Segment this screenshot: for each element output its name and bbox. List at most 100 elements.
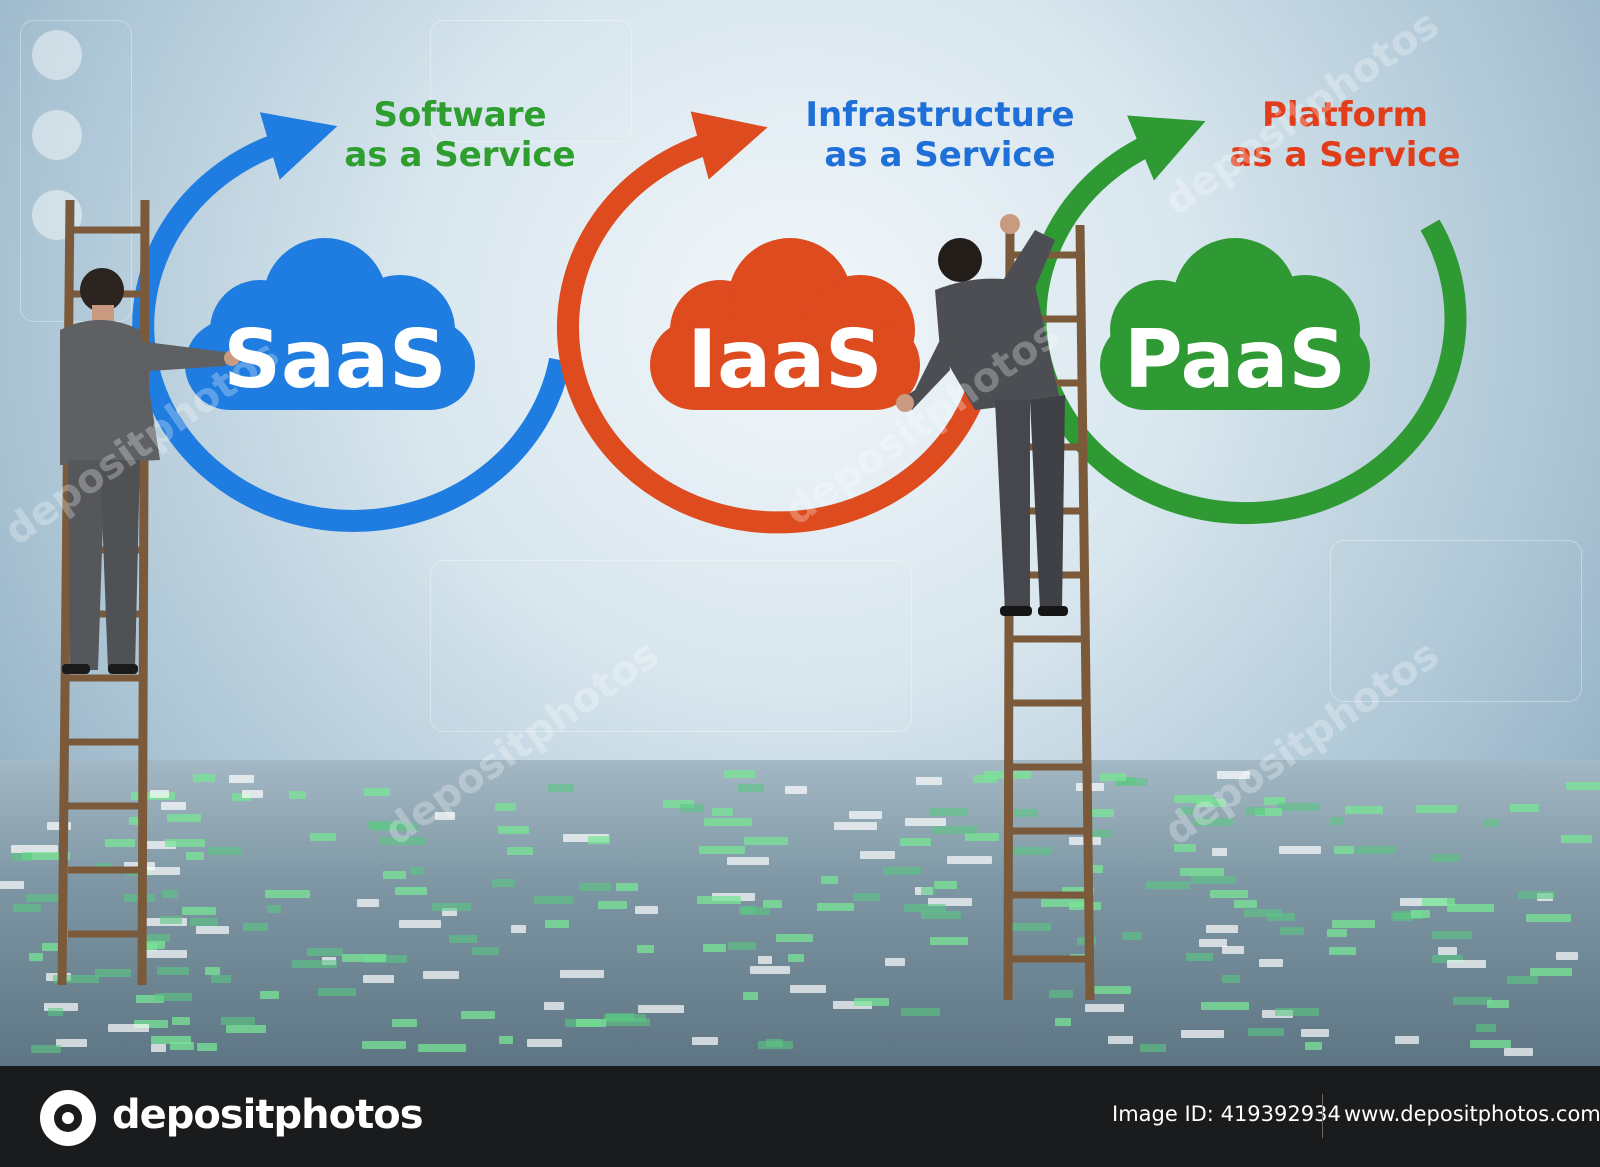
floor-tile: [616, 883, 638, 892]
floor-tile: [94, 968, 132, 977]
floor-tile: [1432, 955, 1464, 964]
floor-tile: [161, 801, 187, 810]
floor-tile: [495, 803, 516, 812]
floor-tile: [929, 807, 969, 816]
brand-logo-text: depositphotos: [112, 1092, 424, 1138]
floor-tile: [151, 1044, 166, 1053]
floor-tile: [441, 908, 458, 917]
floor-tile: [108, 1023, 150, 1032]
floor-tile: [604, 1014, 646, 1023]
floor-tile: [1529, 967, 1573, 976]
floor-tile: [1274, 1008, 1319, 1017]
floor-tile: [1510, 803, 1540, 812]
floor-tile: [1504, 1047, 1533, 1056]
floor-tile: [762, 899, 783, 908]
floor-tile: [1180, 1029, 1225, 1038]
floor-tile: [309, 832, 336, 841]
floor-tile: [149, 789, 170, 798]
floor-tile: [1248, 1027, 1284, 1036]
floor-tile: [1206, 925, 1238, 934]
floor-tile: [1006, 847, 1053, 856]
floor-tile: [1422, 897, 1456, 906]
floor-tile: [1279, 846, 1321, 855]
floor-tile: [159, 916, 182, 924]
hud-circle: [32, 30, 82, 80]
floor-tile: [226, 1024, 267, 1033]
floor-tile: [28, 953, 43, 962]
floor-tile: [1146, 881, 1190, 890]
floor-tile: [1091, 808, 1114, 817]
hud-panel-top: [430, 20, 632, 142]
floor-tile: [742, 991, 758, 1000]
saas-arc-arrow: [132, 112, 571, 532]
floor-tile: [492, 878, 515, 887]
floor-tile: [1199, 938, 1227, 947]
floor-tile: [472, 946, 499, 955]
floor-tile: [1201, 1002, 1249, 1011]
floor-tile: [1083, 830, 1112, 839]
floor-tile: [1332, 920, 1375, 929]
stock-footer-bar: depositphotos Image ID: 419392934 www.de…: [0, 1066, 1600, 1167]
floor-tile: [758, 1041, 794, 1050]
floor-tile: [1475, 1024, 1497, 1033]
iaas-cloud-icon: [650, 238, 920, 410]
floor-tile: [703, 944, 726, 953]
floor-tile: [507, 847, 534, 856]
camera-logo-icon: [40, 1090, 96, 1146]
floor-tile: [1525, 913, 1571, 922]
floor-tile: [743, 836, 788, 845]
floor-tile: [1084, 1003, 1125, 1012]
floor-tile: [1447, 960, 1486, 969]
floor-tile: [1486, 999, 1510, 1008]
floor-tile: [139, 943, 157, 952]
floor-tile: [527, 1039, 562, 1048]
floor-tile: [165, 839, 205, 848]
image-id-value: 419392934: [1220, 1102, 1341, 1126]
saas-headline-line2: as a Service: [344, 135, 576, 175]
floor-tile: [144, 866, 181, 875]
floor-tile: [134, 1020, 168, 1029]
floor-tile: [146, 840, 177, 849]
floor-tile: [1092, 986, 1132, 995]
floor-tile: [161, 890, 178, 899]
floor-tile: [391, 1018, 418, 1027]
floor-tile: [1221, 974, 1240, 983]
footer-divider: [1322, 1094, 1323, 1138]
floor-tile: [920, 911, 961, 920]
saas-headline-line1: Software: [373, 95, 547, 135]
floor-tile: [698, 846, 746, 855]
floor-tile: [885, 958, 905, 967]
floor-tile: [1173, 843, 1197, 852]
floor-tile: [560, 969, 605, 978]
floor-tile: [635, 905, 658, 914]
floor-tile: [1411, 910, 1430, 919]
paas-headline-line2: as a Service: [1229, 135, 1461, 175]
floor-tile: [905, 817, 947, 826]
floor-tile: [1179, 868, 1224, 876]
cloud-services-diagram: [57, 111, 1467, 1001]
floor-tile: [47, 1007, 63, 1016]
floor-tile: [916, 776, 942, 785]
floor-tile: [208, 847, 243, 856]
floor-tile: [1483, 819, 1500, 828]
iaas-headline-line1: Infrastructure: [805, 95, 1075, 135]
floor-tile: [1245, 806, 1266, 815]
floor-tile: [1107, 1035, 1133, 1044]
floor-tile: [418, 1043, 466, 1052]
floor-tile: [679, 803, 705, 812]
floor-tile: [928, 897, 972, 906]
image-id-label: Image ID:: [1112, 1102, 1214, 1126]
floor-tile: [363, 975, 394, 984]
floor-tile: [817, 903, 854, 912]
floor-tile: [547, 784, 574, 793]
floor-tile: [1254, 808, 1282, 817]
floor-tile: [205, 967, 220, 976]
floor-tile: [1054, 1018, 1071, 1027]
floor-tile: [737, 784, 765, 793]
floor-tile: [31, 1044, 61, 1053]
floor-tile: [449, 935, 478, 944]
floor-tile: [1416, 805, 1458, 814]
floor-tile: [151, 1036, 192, 1045]
image-id: Image ID: 419392934: [1112, 1102, 1341, 1126]
floor-tile: [704, 817, 752, 826]
